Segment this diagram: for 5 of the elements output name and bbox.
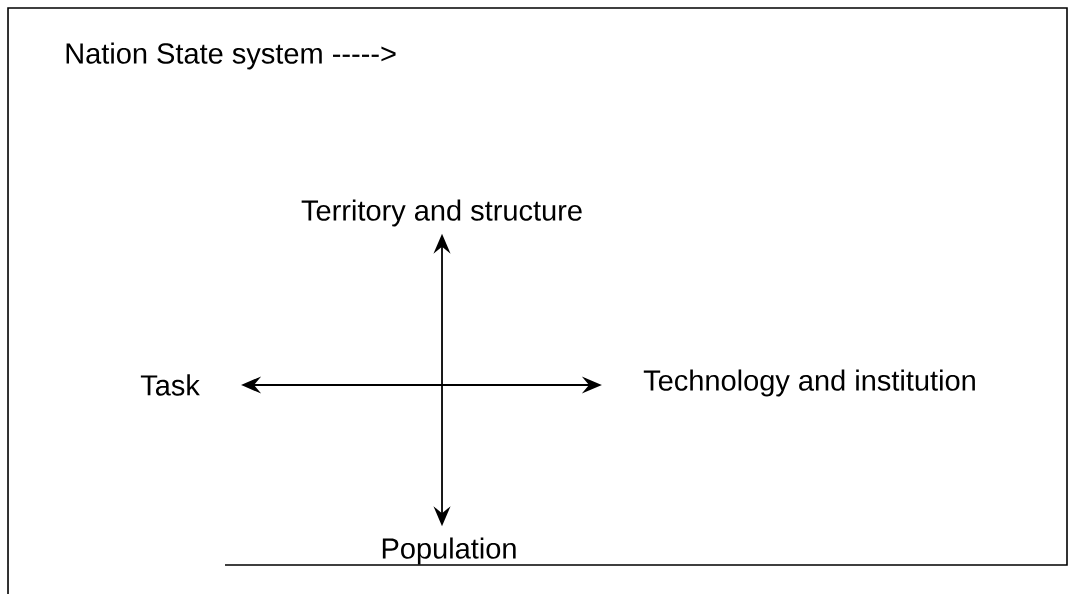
heading: Nation State system -----> — [66, 42, 396, 70]
axis-label: Technology and institution — [643, 369, 975, 397]
axis-label: Task — [140, 374, 200, 396]
axis-label: Population — [382, 537, 516, 565]
axis-label: Territory and structure — [301, 199, 582, 227]
